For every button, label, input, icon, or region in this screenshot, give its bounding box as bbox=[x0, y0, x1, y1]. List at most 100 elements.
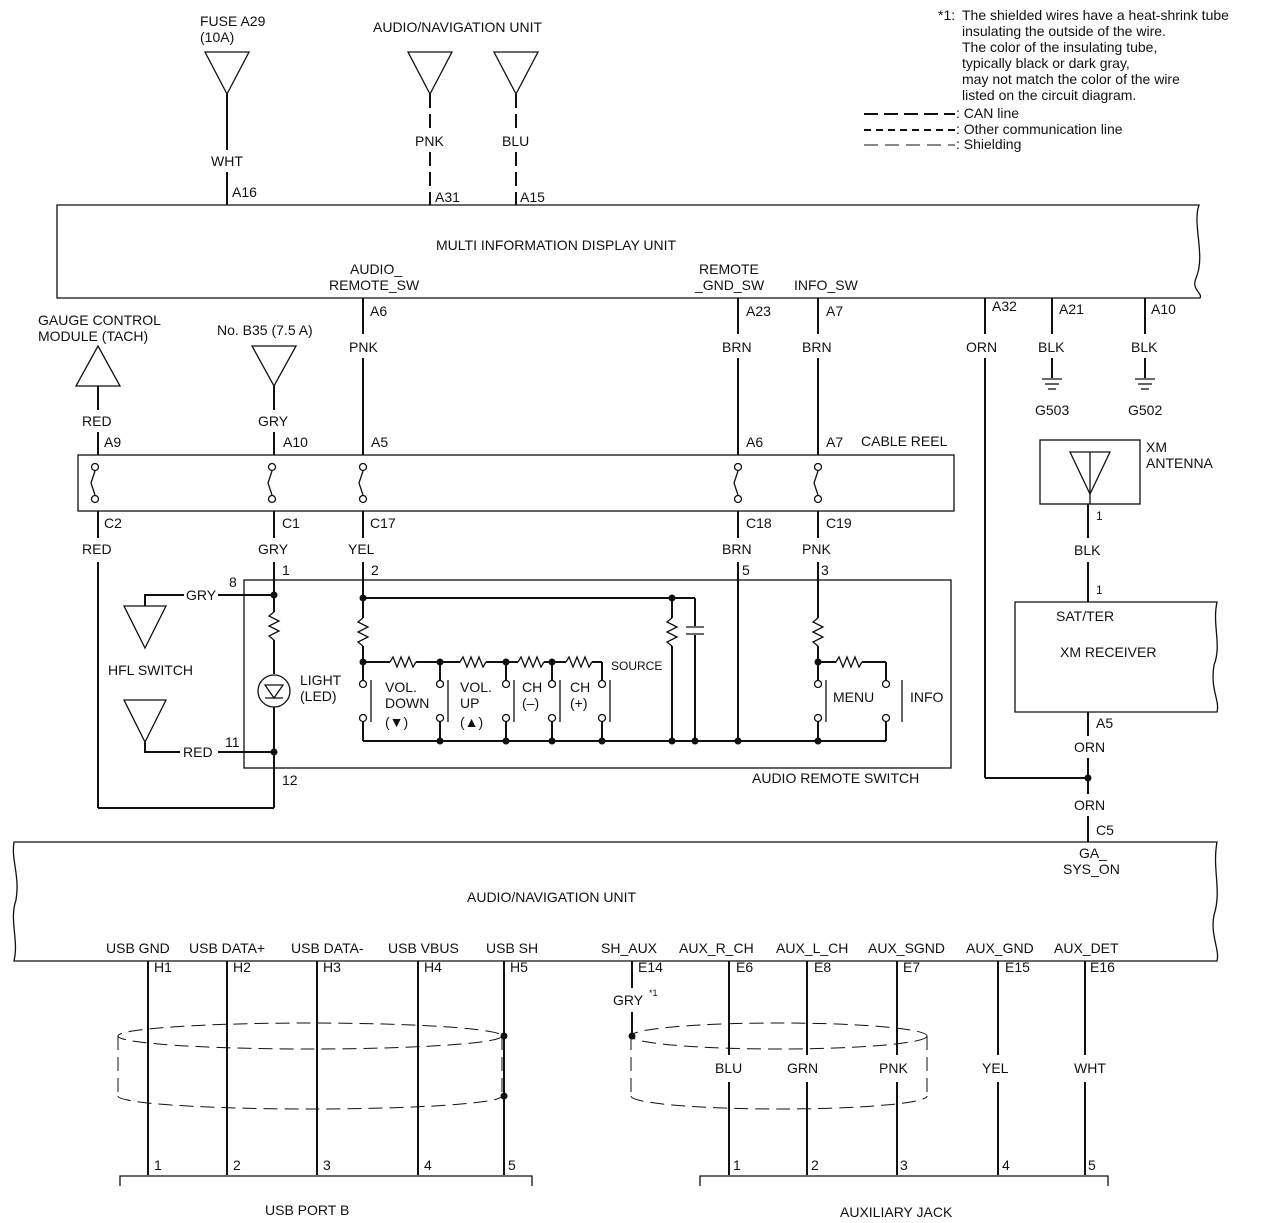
junction-dot bbox=[691, 737, 699, 745]
xm-receiver: SAT/TER XM RECEIVER A5 ORN ORN C5 bbox=[1014, 601, 1219, 842]
audio-navigation-unit: GA_ SYS_ON AUDIO/NAVIGATION UNIT USB GND… bbox=[12, 841, 1219, 962]
signal-label: USB GND bbox=[106, 940, 170, 956]
switch-menu bbox=[813, 662, 827, 741]
pin-c5: C5 bbox=[1096, 822, 1114, 838]
unit-box bbox=[56, 204, 1202, 299]
connector-triangle bbox=[406, 51, 454, 96]
wire-color-pnk: PNK bbox=[349, 339, 378, 355]
usb-port-title: USB PORT B bbox=[265, 1202, 349, 1218]
pin-5: 5 bbox=[1088, 1157, 1096, 1173]
fuse-b35-label: No. B35 (7.5 A) bbox=[217, 322, 313, 338]
connector-triangle bbox=[122, 699, 168, 744]
vol-up-label: UP bbox=[460, 695, 479, 711]
cable-reel-title: CABLE REEL bbox=[861, 433, 948, 449]
pin-3: 3 bbox=[900, 1157, 908, 1173]
signal-ga-sys-on: SYS_ON bbox=[1063, 861, 1120, 877]
wire-color-gry: GRY bbox=[613, 992, 644, 1008]
footnote-line: may not match the color of the wire bbox=[962, 71, 1180, 87]
wire-color-pnk: PNK bbox=[802, 541, 831, 557]
connector-triangle bbox=[122, 605, 168, 650]
gauge-control-module: GAUGE CONTROL MODULE (TACH) RED A9 bbox=[38, 312, 161, 455]
wire-color-red: RED bbox=[82, 541, 112, 557]
wire-color-pnk: PNK bbox=[415, 133, 444, 149]
pin-a5: A5 bbox=[1096, 715, 1113, 731]
pin-e6: E6 bbox=[736, 959, 753, 975]
pin-e8: E8 bbox=[814, 959, 831, 975]
xm-antenna-label: ANTENNA bbox=[1146, 455, 1214, 471]
junction-dot bbox=[436, 737, 444, 745]
signal-label: USB DATA+ bbox=[189, 940, 265, 956]
audio-remote-switch-box bbox=[243, 579, 952, 769]
ch-plus-label: (+) bbox=[570, 695, 588, 711]
cable-reel: CABLE REEL A5 A6 A7 C2 C1 C17 C18 C19 bbox=[77, 433, 955, 557]
signal-info-sw: INFO_SW bbox=[794, 277, 859, 293]
resistor-symbol bbox=[389, 655, 417, 669]
pin-2: 2 bbox=[233, 1157, 241, 1173]
sat-ter-label: SAT/TER bbox=[1056, 608, 1114, 624]
vol-up-label: VOL. bbox=[460, 679, 492, 695]
footnote-line: typically black or dark gray, bbox=[962, 55, 1130, 71]
pin-e7: E7 bbox=[903, 959, 920, 975]
wire-color-brn: BRN bbox=[802, 339, 832, 355]
pin-e15: E15 bbox=[1005, 959, 1030, 975]
pin-a7: A7 bbox=[826, 434, 843, 450]
resistor-symbol bbox=[517, 655, 545, 669]
wire-color-yel: YEL bbox=[982, 1060, 1009, 1076]
pin-c2: C2 bbox=[104, 515, 122, 531]
audio-remote-switch-title: AUDIO REMOTE SWITCH bbox=[752, 770, 919, 786]
resistor-symbol bbox=[459, 655, 487, 669]
ground-g502: G502 bbox=[1128, 358, 1162, 418]
menu-label: MENU bbox=[833, 689, 874, 705]
signal-ga-sys-on: GA_ bbox=[1079, 845, 1107, 861]
pin-h1: H1 bbox=[154, 959, 172, 975]
pin-5: 5 bbox=[742, 562, 750, 578]
reel-contact bbox=[813, 462, 823, 504]
signal-label: USB SH bbox=[486, 940, 538, 956]
pin-4: 4 bbox=[424, 1157, 432, 1173]
junction-dot bbox=[628, 1032, 636, 1040]
footnote-line: listed on the circuit diagram. bbox=[962, 87, 1136, 103]
pin-12: 12 bbox=[282, 772, 298, 788]
junction-dot bbox=[668, 737, 676, 745]
av-unit-top-title: AUDIO/NAVIGATION UNIT bbox=[373, 19, 542, 35]
pin-a31: A31 bbox=[435, 189, 460, 205]
wire-color-orn: ORN bbox=[1074, 739, 1105, 755]
shield-outline bbox=[630, 1022, 928, 1050]
ch-minus-label: (–) bbox=[522, 695, 539, 711]
unit-title: MULTI INFORMATION DISPLAY UNIT bbox=[436, 237, 677, 253]
reel-contact bbox=[267, 462, 277, 504]
signal-remote-gnd-sw: REMOTE bbox=[699, 261, 759, 277]
pin-1: 1 bbox=[1096, 509, 1103, 523]
line-legend: : CAN line : Other communication line : … bbox=[864, 105, 1123, 152]
pin-1: 1 bbox=[154, 1157, 162, 1173]
pin-2: 2 bbox=[371, 562, 379, 578]
junction-dot bbox=[598, 737, 606, 745]
junction-dot bbox=[270, 591, 278, 599]
aux-harness: E14 E6 E8 E7 E15 E16 GRY *1 BLU GRN PNK … bbox=[613, 959, 1115, 1220]
pin-a16: A16 bbox=[232, 184, 257, 200]
pin-5: 5 bbox=[508, 1157, 516, 1173]
fuse-b35-symbol bbox=[250, 345, 298, 388]
fuse-a29-rating: (10A) bbox=[200, 29, 234, 45]
connector-triangle bbox=[74, 344, 122, 387]
signal-label: USB DATA- bbox=[291, 940, 364, 956]
signal-label: AUX_GND bbox=[966, 940, 1034, 956]
pin-a10: A10 bbox=[1151, 301, 1176, 317]
audio-remote-switch: AUDIO REMOTE SWITCH 1 2 3 5 8 11 12 GRY … bbox=[108, 562, 952, 788]
ch-minus-label: CH bbox=[522, 679, 542, 695]
signal-audio-remote-sw: REMOTE_SW bbox=[329, 277, 420, 293]
pin-a21: A21 bbox=[1059, 301, 1084, 317]
reel-contact bbox=[733, 462, 743, 504]
reel-contact bbox=[358, 462, 368, 504]
aux-jack-connector bbox=[699, 1175, 1109, 1186]
pin-a5: A5 bbox=[371, 434, 388, 450]
switch-vol-down bbox=[358, 662, 372, 741]
pin-e14: E14 bbox=[638, 959, 663, 975]
wire-color-red: RED bbox=[183, 744, 213, 760]
pin-1: 1 bbox=[733, 1157, 741, 1173]
footnote-marker: *1: bbox=[938, 7, 955, 23]
wire-color-grn: GRN bbox=[787, 1060, 818, 1076]
shield-outline bbox=[630, 1095, 928, 1110]
pin-h3: H3 bbox=[323, 959, 341, 975]
footnote-ref: *1 bbox=[649, 988, 658, 998]
